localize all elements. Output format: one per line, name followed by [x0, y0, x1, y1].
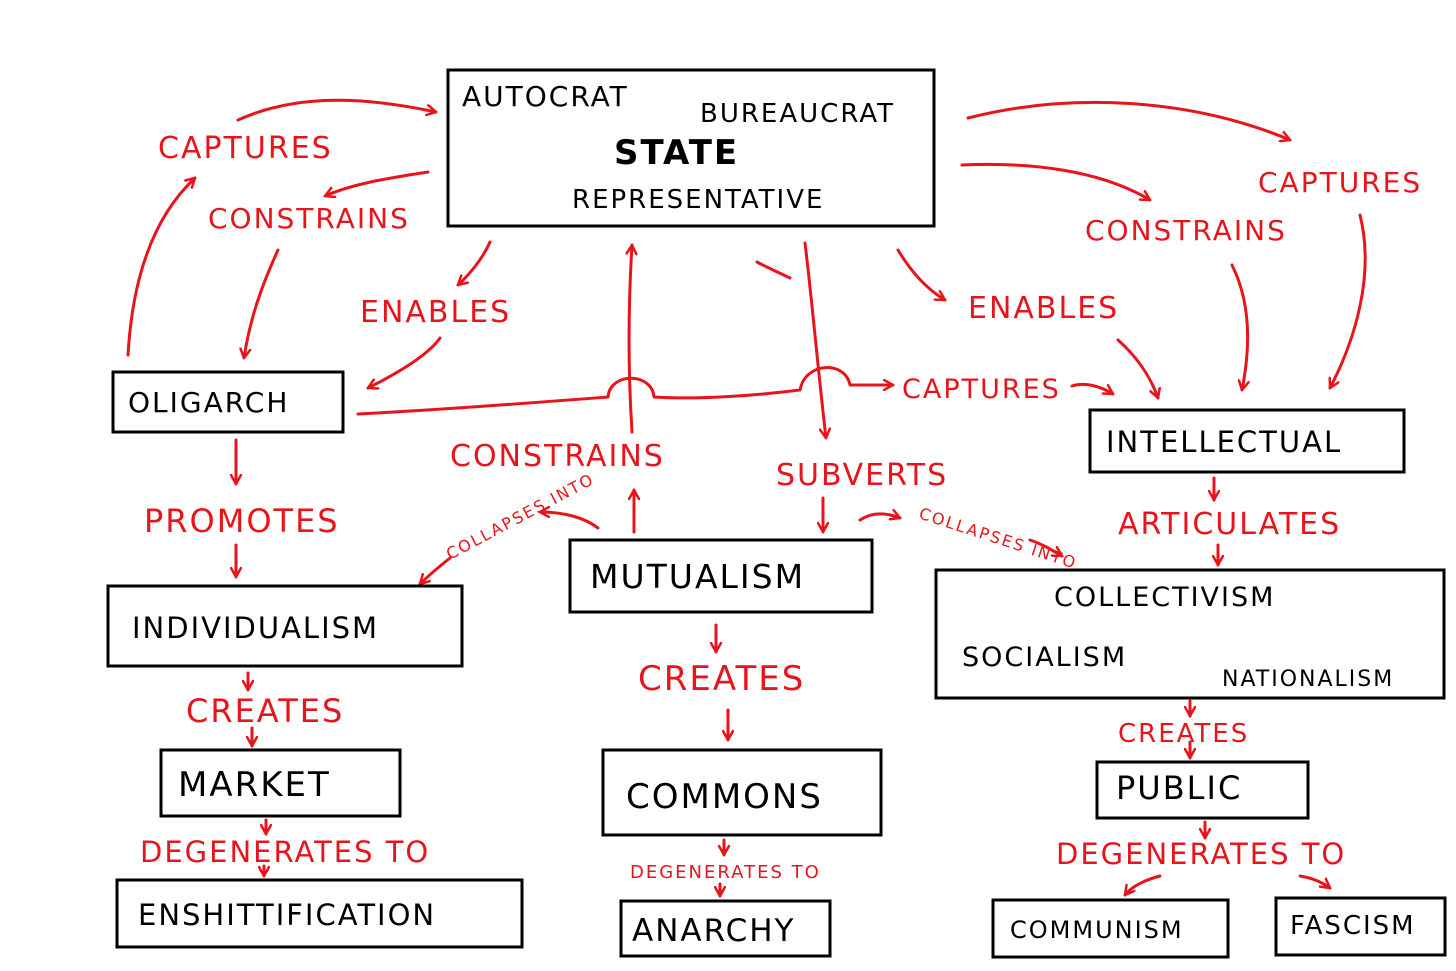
node-oligarch: OLIGARCH — [111, 370, 345, 434]
arrow-state-constrains-oligarch-a — [323, 170, 430, 196]
intellectual-label: INTELLECTUAL — [1106, 425, 1342, 459]
arrow-state-enables-oligarch-a — [456, 240, 492, 287]
node-state: AUTOCRAT BUREAUCRAT STATE REPRESENTATIVE — [446, 68, 936, 228]
commons-label: COMMONS — [626, 777, 823, 817]
arrow-mutualism-collapses-right-b — [1028, 538, 1064, 558]
public-label: PUBLIC — [1116, 769, 1242, 807]
arrow-mutualism-collapses-right-a — [858, 514, 902, 522]
relation-arrows — [126, 98, 1367, 898]
label-captures-left: CAPTURES — [158, 131, 333, 166]
node-public: PUBLIC — [1095, 760, 1310, 820]
state-role-bureaucrat: BUREAUCRAT — [700, 99, 895, 129]
arrow-state-constrains-oligarch-b — [244, 248, 280, 360]
collectivism-kind-socialism: SOCIALISM — [962, 642, 1127, 673]
market-label: MARKET — [178, 765, 331, 805]
anarchy-label: ANARCHY — [632, 913, 796, 949]
node-communism: COMMUNISM — [991, 898, 1230, 959]
arrow-state-captures-intellectual-a — [966, 100, 1292, 140]
label-creates-mid: CREATES — [638, 659, 805, 699]
label-degenerates-right: DEGENERATES TO — [1056, 837, 1346, 871]
arrow-mutualism-collapses-left-a — [538, 512, 600, 530]
arrow-degenerates-fascism — [1298, 874, 1332, 890]
node-market: MARKET — [159, 748, 402, 818]
enshittification-label: ENSHITTIFICATION — [138, 898, 436, 932]
oligarch-label: OLIGARCH — [128, 386, 289, 419]
communism-label: COMMUNISM — [1010, 916, 1184, 944]
label-promotes: PROMOTES — [144, 502, 340, 540]
state-title: STATE — [614, 133, 739, 173]
label-constrains-left: CONSTRAINS — [208, 202, 410, 235]
label-subverts: SUBVERTS — [776, 458, 948, 493]
mutualism-label: MUTUALISM — [590, 557, 805, 596]
label-creates-right: CREATES — [1118, 719, 1249, 749]
state-role-representative: REPRESENTATIVE — [572, 185, 824, 215]
node-enshittification: ENSHITTIFICATION — [115, 878, 524, 949]
label-creates-left: CREATES — [186, 692, 344, 730]
arrow-state-captures-intellectual-b — [1330, 213, 1367, 390]
node-mutualism: MUTUALISM — [568, 538, 874, 614]
label-constrains-right: CONSTRAINS — [1085, 214, 1287, 247]
arrow-captures-to-intellectual — [1070, 382, 1115, 396]
label-enables-left: ENABLES — [360, 295, 511, 330]
state-role-autocrat: AUTOCRAT — [462, 80, 629, 113]
arrow-oligarch-captures-intellectual — [356, 366, 895, 416]
node-commons: COMMONS — [601, 748, 883, 837]
node-intellectual: INTELLECTUAL — [1088, 408, 1406, 474]
arrow-mutualism-constrains-state-a — [629, 243, 632, 434]
arrow-state-subverts-a — [803, 241, 826, 440]
individualism-label: INDIVIDUALISM — [132, 611, 379, 645]
fascism-label: FASCISM — [1290, 911, 1416, 941]
label-degenerates-left: DEGENERATES TO — [140, 835, 430, 869]
node-fascism: FASCISM — [1274, 896, 1447, 957]
arrow-oligarch-captures-state — [126, 176, 197, 357]
label-enables-right: ENABLES — [968, 291, 1119, 326]
arrow-degenerates-communism — [1123, 874, 1162, 897]
arrow-state-enables-intellectual-a — [896, 248, 947, 302]
collectivism-title: COLLECTIVISM — [1054, 582, 1275, 613]
arrow-state-subverts-b — [755, 260, 792, 280]
arrow-captures-to-state — [236, 98, 438, 122]
label-degenerates-mid: DEGENERATES TO — [630, 862, 821, 883]
label-collapses-right: COLLAPSES INTO — [917, 504, 1080, 573]
label-articulates: ARTICULATES — [1118, 507, 1341, 542]
label-captures-mid: CAPTURES — [902, 374, 1061, 405]
arrow-state-enables-oligarch-b — [366, 336, 442, 388]
arrow-state-enables-intellectual-b — [1116, 338, 1158, 400]
node-anarchy: ANARCHY — [619, 899, 832, 958]
arrow-state-constrains-intellectual-a — [960, 162, 1152, 202]
node-collectivism: COLLECTIVISM SOCIALISM NATIONALISM — [934, 568, 1446, 700]
label-captures-right: CAPTURES — [1258, 166, 1422, 199]
label-constrains-mid: CONSTRAINS — [450, 439, 665, 474]
collectivism-kind-nationalism: NATIONALISM — [1222, 667, 1394, 692]
node-individualism: INDIVIDUALISM — [106, 584, 464, 668]
arrow-mutualism-collapses-left-b — [418, 556, 452, 586]
arrow-state-constrains-intellectual-b — [1230, 263, 1248, 392]
